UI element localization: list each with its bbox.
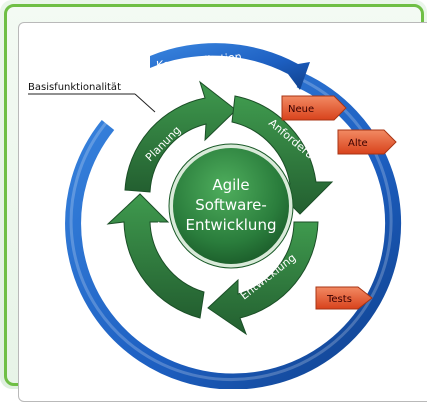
phase-arrow-ideen bbox=[106, 193, 205, 319]
center-line-2: Software- bbox=[195, 196, 267, 214]
tag-tests: Tests bbox=[315, 286, 373, 310]
phase-arrow-planung bbox=[124, 80, 237, 193]
agile-cycle-diagram: Kommunikation Kommunikation Basisfunktio… bbox=[0, 0, 402, 389]
center-line-3: Entwicklung bbox=[186, 216, 277, 234]
base-label: Basisfunktionalität bbox=[28, 82, 121, 93]
phase-arrow-entwicklung bbox=[207, 221, 319, 336]
tag-alte: Alte bbox=[337, 129, 397, 155]
outer-ring: Kommunikation bbox=[0, 0, 402, 389]
tag-neue-label: Neue bbox=[288, 104, 314, 115]
outer-ring-label: Kommunikation bbox=[0, 0, 86, 3]
center-circle: Agile Software- Entwicklung bbox=[168, 143, 294, 269]
base-pointer: Basisfunktionalität bbox=[28, 82, 156, 113]
tag-alte-label: Alte bbox=[348, 138, 368, 149]
tag-tests-label: Tests bbox=[326, 294, 352, 305]
phase-arrow-anforderungen bbox=[231, 95, 334, 215]
cycle-arrows bbox=[106, 80, 334, 336]
tag-neue: Neue bbox=[281, 95, 347, 121]
center-line-1: Agile bbox=[212, 176, 249, 194]
